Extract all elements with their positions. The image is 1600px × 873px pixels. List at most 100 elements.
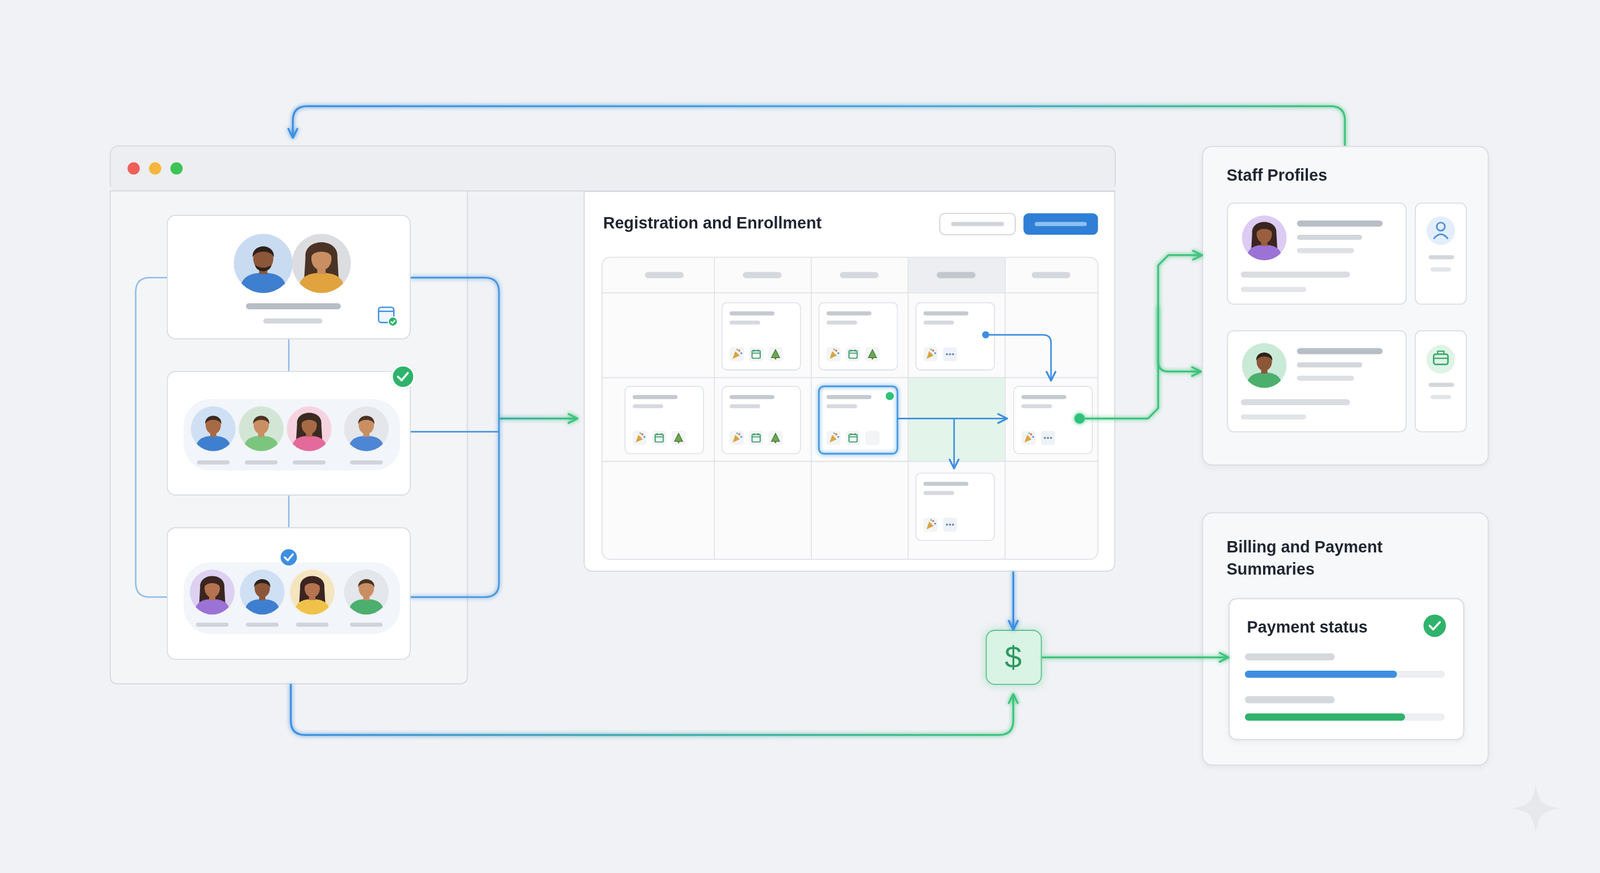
event-card <box>722 302 801 370</box>
primary-button <box>1023 213 1098 235</box>
progress-fill <box>1244 670 1398 678</box>
staff-avatar <box>1242 342 1287 389</box>
check-badge <box>279 547 298 566</box>
placeholder-bar <box>244 460 278 465</box>
billing-connector <box>290 683 1014 735</box>
placeholder-bar <box>263 318 323 324</box>
placeholder-bar <box>1297 375 1355 381</box>
parent-avatar <box>233 233 293 294</box>
child-avatar <box>286 406 332 453</box>
event-card <box>818 386 898 454</box>
placeholder-bar <box>296 622 329 627</box>
placeholder-bar <box>350 622 383 627</box>
flow-connector <box>1042 656 1229 658</box>
flow-arrow <box>953 418 956 469</box>
family-card <box>167 371 411 495</box>
panel-heading: Staff Profiles <box>1226 165 1328 185</box>
child-avatar <box>238 406 284 453</box>
progress-fill <box>1244 713 1406 721</box>
check-badge <box>390 319 396 323</box>
column-header <box>936 272 976 279</box>
payment-card: Payment status <box>1228 597 1465 740</box>
family-link <box>288 338 290 372</box>
avatar-band <box>183 398 400 471</box>
parent-avatar <box>292 233 352 294</box>
column-header <box>1031 272 1071 279</box>
progress-track <box>1244 670 1445 678</box>
payment-badge: $ <box>985 629 1043 685</box>
staff-side-card <box>1415 202 1467 304</box>
grid-line <box>602 460 1099 462</box>
avatar-band <box>183 562 400 635</box>
placeholder-bar <box>1244 696 1335 704</box>
placeholder-bar <box>951 222 1004 227</box>
family-card <box>167 215 411 339</box>
status-dot <box>982 331 990 339</box>
column-header <box>839 272 879 279</box>
check-badge <box>1423 614 1447 637</box>
staff-card <box>1227 330 1406 432</box>
placeholder-bar <box>246 622 279 627</box>
person-icon <box>1433 234 1448 239</box>
grid-line <box>907 257 909 560</box>
window-control <box>148 162 162 175</box>
staff-panel: Staff Profiles <box>1202 146 1490 466</box>
grid-line <box>1004 257 1006 560</box>
grid-line <box>602 292 1099 294</box>
placeholder-bar <box>1297 234 1363 240</box>
placeholder-bar <box>197 460 230 465</box>
card-heading: Payment status <box>1247 617 1368 637</box>
person-icon <box>1426 216 1456 245</box>
grid-line <box>713 257 715 560</box>
placeholder-bar <box>1034 222 1087 227</box>
highlight-cell <box>908 377 1005 461</box>
event-card <box>625 386 704 454</box>
placeholder-bar <box>1428 382 1454 387</box>
flow-arrow <box>1084 417 1116 420</box>
placeholder-bar <box>1297 220 1383 227</box>
staff-side-card <box>1415 330 1467 432</box>
panel-heading: Billing and Payment Summaries <box>1226 535 1441 581</box>
event-card <box>1013 386 1093 454</box>
check-badge <box>1429 622 1440 630</box>
check-badge <box>397 372 408 381</box>
person-icon <box>1436 222 1445 231</box>
schedule-grid <box>602 257 1099 560</box>
placeholder-bar <box>1428 255 1454 260</box>
grid-line <box>810 257 812 560</box>
child-avatar <box>189 569 235 616</box>
briefcase-icon <box>1426 344 1456 374</box>
briefcase-icon <box>1433 351 1448 359</box>
placeholder-bar <box>1297 362 1363 368</box>
event-card <box>722 386 801 454</box>
loop-connector <box>292 106 1345 147</box>
placeholder-bar <box>196 622 229 627</box>
progress-track <box>1244 713 1445 721</box>
flow-arrow <box>988 334 1052 381</box>
placeholder-bar <box>246 302 341 310</box>
column-header <box>742 272 782 279</box>
panel-heading: Registration and Enrollment <box>602 213 822 233</box>
briefcase-icon <box>1433 353 1448 365</box>
placeholder-bar <box>350 460 383 465</box>
calendar-icon <box>378 310 394 312</box>
status-dot <box>885 392 894 400</box>
status-dot <box>1074 413 1085 424</box>
child-avatar <box>190 406 236 453</box>
window-control <box>170 162 183 175</box>
enroll-connector <box>498 417 578 420</box>
flow-connector <box>1115 255 1203 419</box>
child-avatar <box>343 569 389 616</box>
placeholder-bar <box>1430 394 1452 399</box>
selected-outline <box>818 386 898 454</box>
placeholder-bar <box>1297 347 1383 354</box>
event-card <box>818 302 898 370</box>
placeholder-bar <box>292 460 325 465</box>
check-badge <box>388 317 398 327</box>
group-bracket <box>410 277 499 597</box>
event-card <box>915 472 995 541</box>
column-header <box>644 272 684 279</box>
placeholder-bar <box>1240 271 1350 278</box>
sidebar-pane <box>110 190 468 684</box>
placeholder-bar <box>1240 414 1307 420</box>
